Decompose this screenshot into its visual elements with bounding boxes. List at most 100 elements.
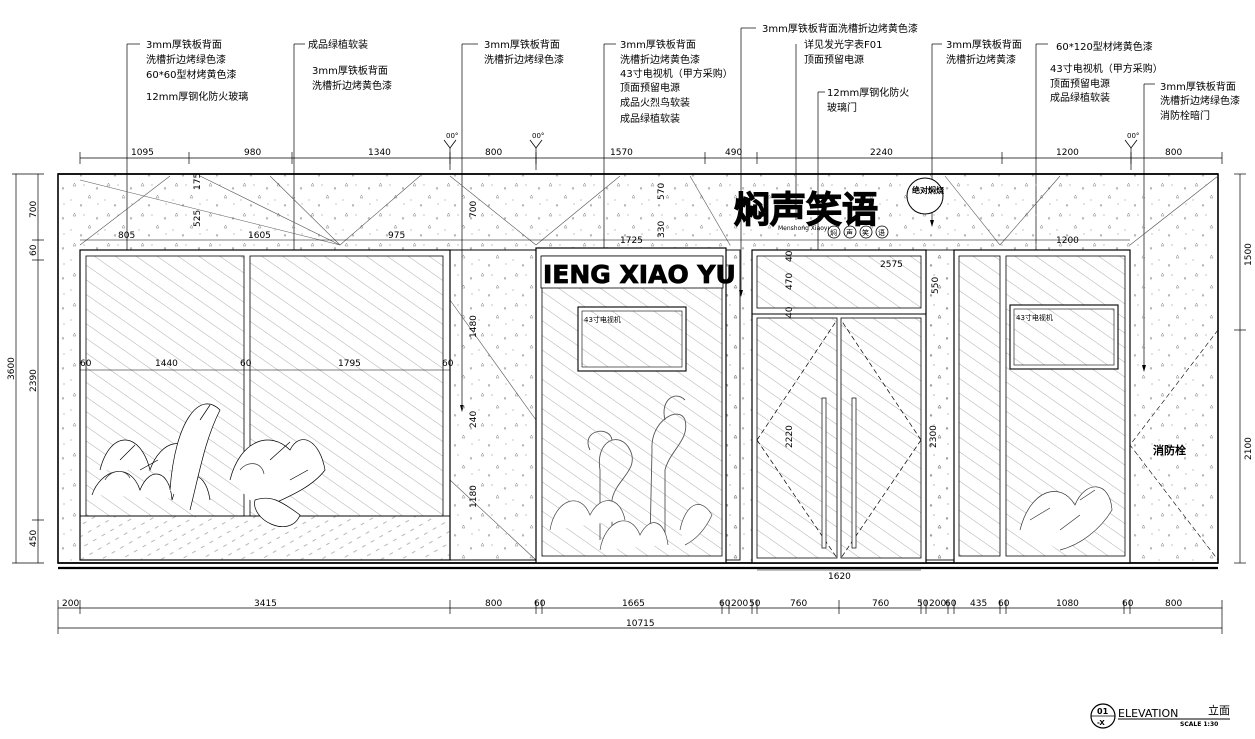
mid-dim-6: 2300	[929, 425, 939, 448]
top-dim-6: 490	[725, 148, 742, 158]
inner-dim-3: 975	[388, 231, 405, 241]
bottom-dim-4: 60	[534, 599, 546, 609]
right-dim-1: 1500	[1244, 243, 1254, 266]
bottom-dim-9: 760	[790, 599, 807, 609]
annotation-a10-line1: 3mm厚铁板背面	[1160, 80, 1236, 93]
sign-dot-3: 笑	[862, 228, 869, 237]
bottom-dim-16: 1080	[1056, 599, 1079, 609]
fire-hydrant-label: 消防栓	[1153, 443, 1186, 457]
inner-dim-2: 1605	[248, 231, 271, 241]
vert-dim-1: 175	[193, 173, 203, 190]
total-dimension: 10715	[626, 619, 655, 629]
vert-dim-2: 525	[193, 210, 203, 227]
left-dim-4: 450	[29, 530, 39, 547]
left-dim-2: 60	[29, 244, 39, 256]
annotation-a4-line1: 3mm厚铁板背面	[620, 38, 696, 51]
level-mark-2: 00°	[529, 132, 544, 170]
sign-main-text: 焖声笑语	[734, 190, 878, 231]
glass-dim-1: 60	[80, 359, 92, 369]
annotation-a6: 详见发光字表F01 顶面预留电源	[795, 38, 882, 220]
annotation-a10-line2: 洗槽折边烤绿色漆	[1160, 94, 1240, 107]
vert-dim-8: 550	[931, 277, 941, 294]
annotation-a4-line2: 洗槽折边烤黄色漆	[620, 53, 700, 66]
bottom-dim-8: 50	[749, 599, 761, 609]
top-dim-7: 2240	[870, 148, 893, 158]
level-mark-1: 00°	[443, 132, 458, 170]
top-dim-8: 1200	[1056, 148, 1079, 158]
bottom-dimensions: 200 3415 800 60 1665 60 200 50 760 760 5…	[57, 599, 1223, 634]
vert-dim-6: 470	[785, 273, 795, 290]
sign-badge: 绝对焖烧	[912, 185, 944, 195]
right-dim-2: 2100	[1244, 437, 1254, 460]
annotation-a3-line2: 洗槽折边烤绿色漆	[484, 53, 564, 66]
facade: IENG XIAO YU 43寸电视机	[57, 173, 1219, 570]
inner-dimensions: 805 1605 975 1725 1200 175 525 570 330 4…	[80, 173, 1130, 582]
annotation-a2-line1: 成品绿植软装	[308, 38, 368, 51]
title-block: 01 -X ELEVATION 立面 SCALE 1:30	[1090, 703, 1230, 729]
window-lettering: IENG XIAO YU	[543, 260, 736, 289]
sign-dot-2: 声	[846, 228, 853, 237]
annotation-a4-line4: 顶面预留电源	[620, 81, 680, 94]
annotation-a9-line2: 43寸电视机（甲方采购）	[1050, 62, 1163, 75]
title-label: ELEVATION	[1118, 707, 1178, 720]
vert-dim-4: 330	[657, 221, 667, 238]
annotation-a9-line1: 60*120型材烤黄色漆	[1056, 40, 1153, 53]
sign: 焖声笑语 绝对焖烧 Menshong Xiaoyu 焖 声 笑 语	[733, 177, 944, 239]
title-sub: -X	[1097, 719, 1105, 727]
top-dimension-labels: 1095 980 1340 800 1570 490 2240 1200 800	[131, 148, 1182, 158]
glass-dim-3: 60	[240, 359, 252, 369]
inner-dim-4: 1725	[620, 236, 643, 246]
level-mark-1-label: 00°	[446, 132, 458, 140]
annotation-a2-line2: 3mm厚铁板背面	[312, 64, 388, 77]
mid-dim-1: 700	[469, 201, 479, 218]
top-dim-4: 800	[485, 148, 502, 158]
mid-dim-7: 2575	[880, 260, 903, 270]
sign-dots: 焖 声 笑 语	[827, 225, 889, 239]
vert-dim-5: 40	[785, 250, 795, 262]
door-handle-left	[821, 397, 827, 549]
mid-dim-5: 2220	[785, 425, 795, 448]
bottom-dim-14: 435	[970, 599, 987, 609]
annotation-a10-line3: 消防栓暗门	[1160, 109, 1210, 122]
glass-dim-2: 1440	[155, 359, 178, 369]
level-mark-3: 00°	[1124, 132, 1139, 170]
glass-panel-right: 43寸电视机	[953, 249, 1131, 564]
top-dim-3: 1340	[368, 148, 391, 158]
annotation-a1-line3: 60*60型材烤黄色漆	[146, 68, 236, 81]
bottom-dim-5: 1665	[622, 599, 645, 609]
glass-dim-4: 1795	[338, 359, 361, 369]
bottom-dim-6: 60	[719, 599, 731, 609]
bottom-dim-13: 60	[945, 599, 957, 609]
tv-right-label: 43寸电视机	[1016, 313, 1053, 322]
title-code: 01	[1097, 707, 1109, 716]
left-dim-total: 3600	[7, 357, 17, 380]
annotation-a4-line6: 成品绿植软装	[620, 112, 680, 125]
sign-dot-4: 语	[878, 228, 885, 237]
annotation-a1: 3mm厚铁板背面 洗槽折边烤绿色漆 60*60型材烤黄色漆 12mm厚钢化防火玻…	[125, 38, 248, 332]
annotation-a9-line3: 顶面预留电源	[1050, 77, 1110, 90]
annotation-a3-line1: 3mm厚铁板背面	[484, 38, 560, 51]
glass-door	[751, 249, 927, 564]
level-mark-2-label: 00°	[532, 132, 544, 140]
mid-dim-3: 240	[469, 411, 479, 428]
annotation-a5-line1: 3mm厚铁板背面洗槽折边烤黄色漆	[762, 22, 918, 35]
left-dim-1: 700	[29, 201, 39, 218]
annotation-a8-line1: 3mm厚铁板背面	[946, 38, 1022, 51]
bottom-dim-3: 800	[485, 599, 502, 609]
bottom-dim-1: 200	[62, 599, 79, 609]
annotation-a9-line4: 成品绿植软装	[1050, 91, 1110, 104]
bottom-dim-11: 50	[917, 599, 929, 609]
plants-middle	[549, 500, 713, 551]
title-scale: SCALE 1:30	[1180, 721, 1218, 728]
plants-left	[91, 403, 326, 527]
level-mark-3-label: 00°	[1127, 132, 1139, 140]
level-marks: 00° 00° 00°	[443, 132, 1139, 170]
mid-dim-8: 1620	[828, 572, 851, 582]
glass-dim-5: 60	[442, 359, 454, 369]
vert-dim-3: 570	[657, 183, 667, 200]
mid-dim-4: 1180	[469, 485, 479, 508]
bottom-dim-18: 800	[1165, 599, 1182, 609]
annotation-a1-line1: 3mm厚铁板背面	[146, 38, 222, 51]
